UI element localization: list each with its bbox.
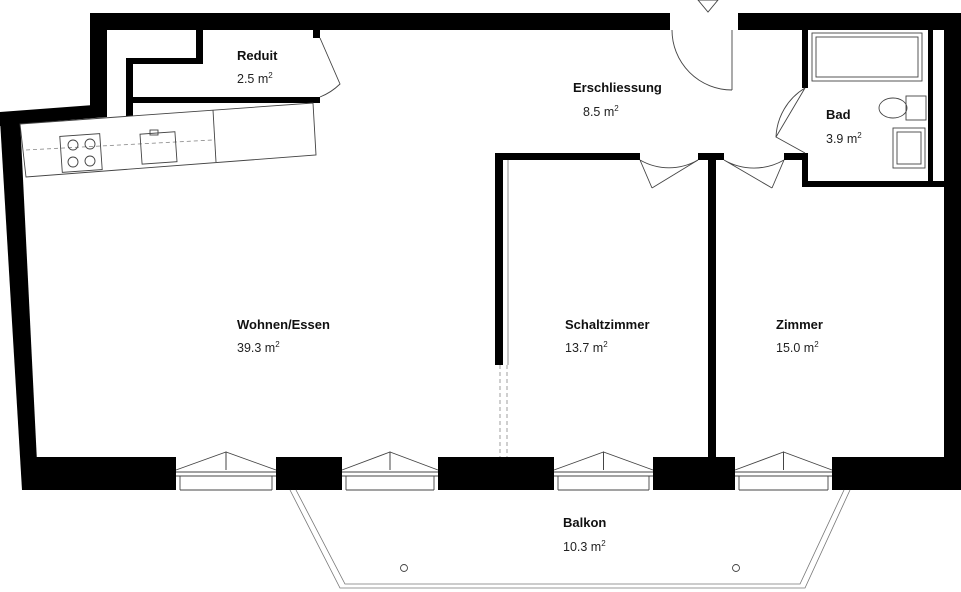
toilet-icon: [878, 95, 927, 121]
balcony: [289, 489, 851, 589]
wall-bottom-4: [653, 457, 735, 490]
windows: [175, 451, 833, 491]
balcony-post-right: [732, 564, 740, 572]
shower-icon: [892, 127, 926, 169]
doors: [319, 0, 806, 189]
room-area-wohnen: 39.3 m2: [237, 340, 280, 355]
window-icon: [175, 451, 277, 491]
window-icon: [734, 451, 833, 491]
wall-bad-left-low: [802, 153, 808, 187]
wall-zimmer-top-b: [784, 153, 806, 160]
bathroom-fixtures: [811, 32, 927, 169]
schaltzimmer-door: [639, 159, 699, 189]
room-name-balkon: Balkon: [563, 515, 606, 530]
wall-bad-shaft: [928, 30, 933, 185]
room-name-erschliessung: Erschliessung: [573, 80, 662, 95]
kitchen-counter: [19, 102, 317, 178]
wall-bad-left: [802, 30, 808, 88]
room-area-schaltzimmer: 13.7 m2: [565, 340, 608, 355]
wall-reduit-inner-a: [196, 30, 203, 62]
wall-right: [944, 13, 961, 476]
room-name-bad: Bad: [826, 107, 851, 122]
wall-reduit-right-top: [313, 30, 320, 38]
bad-door: [775, 87, 806, 154]
room-area-reduit: 2.5 m2: [237, 71, 273, 86]
room-name-wohnen: Wohnen/Essen: [237, 317, 330, 332]
wall-reduit-inner-c: [126, 58, 133, 116]
sliding-partition: [499, 365, 508, 457]
entrance-door: [671, 0, 733, 91]
room-area-bad: 3.9 m2: [826, 131, 862, 146]
room-name-reduit: Reduit: [237, 48, 278, 63]
zimmer-door: [723, 159, 785, 189]
sink-icon: [139, 129, 178, 165]
wall-reduit-bottom: [133, 97, 320, 103]
balcony-post-left: [400, 564, 408, 572]
wall-bottom-1: [33, 457, 176, 490]
wall-kitchen-top: [0, 104, 107, 126]
room-labels: Reduit 2.5 m2 Erschliessung 8.5 m2 Bad 3…: [237, 48, 862, 554]
bathtub-icon: [811, 32, 923, 82]
wall-divider-zimmer: [708, 153, 716, 458]
walls: [0, 13, 961, 490]
room-name-schaltzimmer: Schaltzimmer: [565, 317, 650, 332]
wall-bottom-2: [276, 457, 342, 490]
wall-zimmer-top-a: [698, 153, 724, 160]
wall-reduit-inner-b: [126, 58, 203, 64]
window-icon: [341, 451, 439, 491]
wall-schalt-left: [495, 153, 503, 365]
wall-bottom-5: [832, 457, 961, 490]
wall-reduit-outer: [90, 13, 107, 117]
wall-bottom-3: [438, 457, 554, 490]
room-area-erschliessung: 8.5 m2: [583, 104, 619, 119]
wall-top-right: [738, 13, 961, 30]
room-area-balkon: 10.3 m2: [563, 539, 606, 554]
room-area-zimmer: 15.0 m2: [776, 340, 819, 355]
wall-schalt-top: [495, 153, 640, 160]
reduit-door: [319, 37, 341, 98]
wall-top-left: [90, 13, 670, 30]
window-icon: [553, 451, 654, 491]
wall-bad-bottom: [802, 181, 961, 187]
cooktop-icon: [59, 133, 103, 173]
room-name-zimmer: Zimmer: [776, 317, 823, 332]
wall-left: [0, 112, 37, 490]
